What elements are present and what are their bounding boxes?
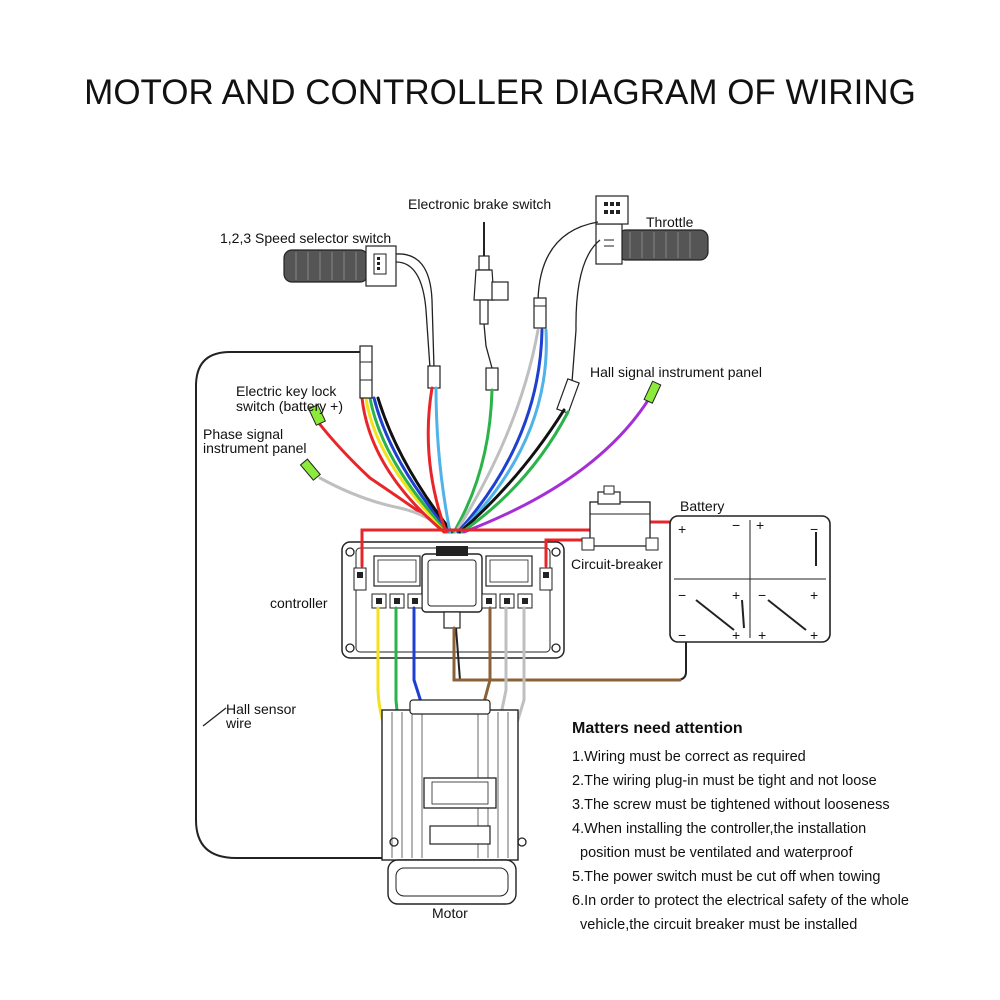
- svg-text:+: +: [758, 627, 766, 643]
- battery-positive-wire: [360, 528, 594, 568]
- brown-ground-wire: [452, 626, 682, 682]
- controller-label: controller: [270, 595, 328, 611]
- battery-label: Battery: [680, 498, 724, 514]
- key-lock-label-2: switch (battery +): [236, 398, 343, 414]
- note-item: 4.When installing the controller,the ins…: [572, 821, 866, 837]
- phase-panel-label-1: Phase signal: [203, 426, 283, 442]
- brake-switch: [473, 222, 509, 325]
- throttle-connector: [533, 297, 547, 329]
- speed-selector-label: 1,2,3 Speed selector switch: [220, 230, 391, 246]
- battery-pack: + − + − − + − + − + + +: [669, 515, 831, 643]
- svg-text:−: −: [678, 587, 686, 603]
- brake-connector: [485, 367, 499, 391]
- svg-text:+: +: [756, 517, 764, 533]
- key-lock-label-1: Electric key lock: [236, 383, 337, 399]
- svg-text:+: +: [810, 627, 818, 643]
- motor-label: Motor: [432, 905, 468, 921]
- hall-signal-panel-connector: [643, 380, 662, 404]
- note-item: 6.In order to protect the electrical saf…: [572, 893, 909, 909]
- note-item: position must be ventilated and waterpro…: [572, 845, 853, 861]
- phase-panel-label-2: instrument panel: [203, 440, 307, 456]
- key-lock-connector: [308, 404, 326, 426]
- speed-selector-grip: [283, 249, 369, 283]
- throttle: [595, 195, 709, 265]
- attention-notes: Matters need attention 1.Wiring must be …: [572, 720, 909, 933]
- circuit-breaker: [581, 485, 659, 551]
- signal-wire-bundle: [316, 328, 654, 534]
- brake-label: Electronic brake switch: [408, 196, 551, 212]
- motor: [381, 699, 527, 905]
- hall-panel-label: Hall signal instrument panel: [590, 364, 762, 380]
- throttle-grip: [617, 229, 709, 261]
- note-item: 5.The power switch must be cut off when …: [572, 869, 880, 885]
- speed-selector-connector: [427, 365, 441, 389]
- svg-text:+: +: [678, 521, 686, 537]
- svg-text:−: −: [758, 587, 766, 603]
- circuit-breaker-label: Circuit-breaker: [571, 556, 663, 572]
- svg-text:−: −: [732, 517, 740, 533]
- svg-text:+: +: [732, 587, 740, 603]
- speed-selector-switch: [283, 245, 397, 287]
- note-item: vehicle,the circuit breaker must be inst…: [572, 917, 857, 933]
- note-item: 1.Wiring must be correct as required: [572, 749, 806, 765]
- throttle-label: Throttle: [646, 214, 694, 230]
- note-item: 2.The wiring plug-in must be tight and n…: [572, 773, 877, 789]
- diagram-title: MOTOR AND CONTROLLER DIAGRAM OF WIRING: [84, 73, 916, 112]
- hall-panel-connector: [556, 378, 580, 414]
- note-item: 3.The screw must be tightened without lo…: [572, 797, 890, 813]
- svg-text:−: −: [810, 521, 818, 537]
- svg-text:−: −: [678, 627, 686, 643]
- hall-sensor-label-1: Hall sensor: [226, 701, 296, 717]
- hall-loop-connector: [359, 345, 373, 399]
- notes-heading: Matters need attention: [572, 720, 743, 737]
- hall-sensor-leader: [202, 707, 227, 727]
- svg-text:+: +: [732, 627, 740, 643]
- phase-panel-connector: [299, 458, 321, 481]
- svg-text:+: +: [810, 587, 818, 603]
- hall-sensor-label-2: wire: [225, 715, 252, 731]
- hall-sensor-wire: [195, 351, 392, 859]
